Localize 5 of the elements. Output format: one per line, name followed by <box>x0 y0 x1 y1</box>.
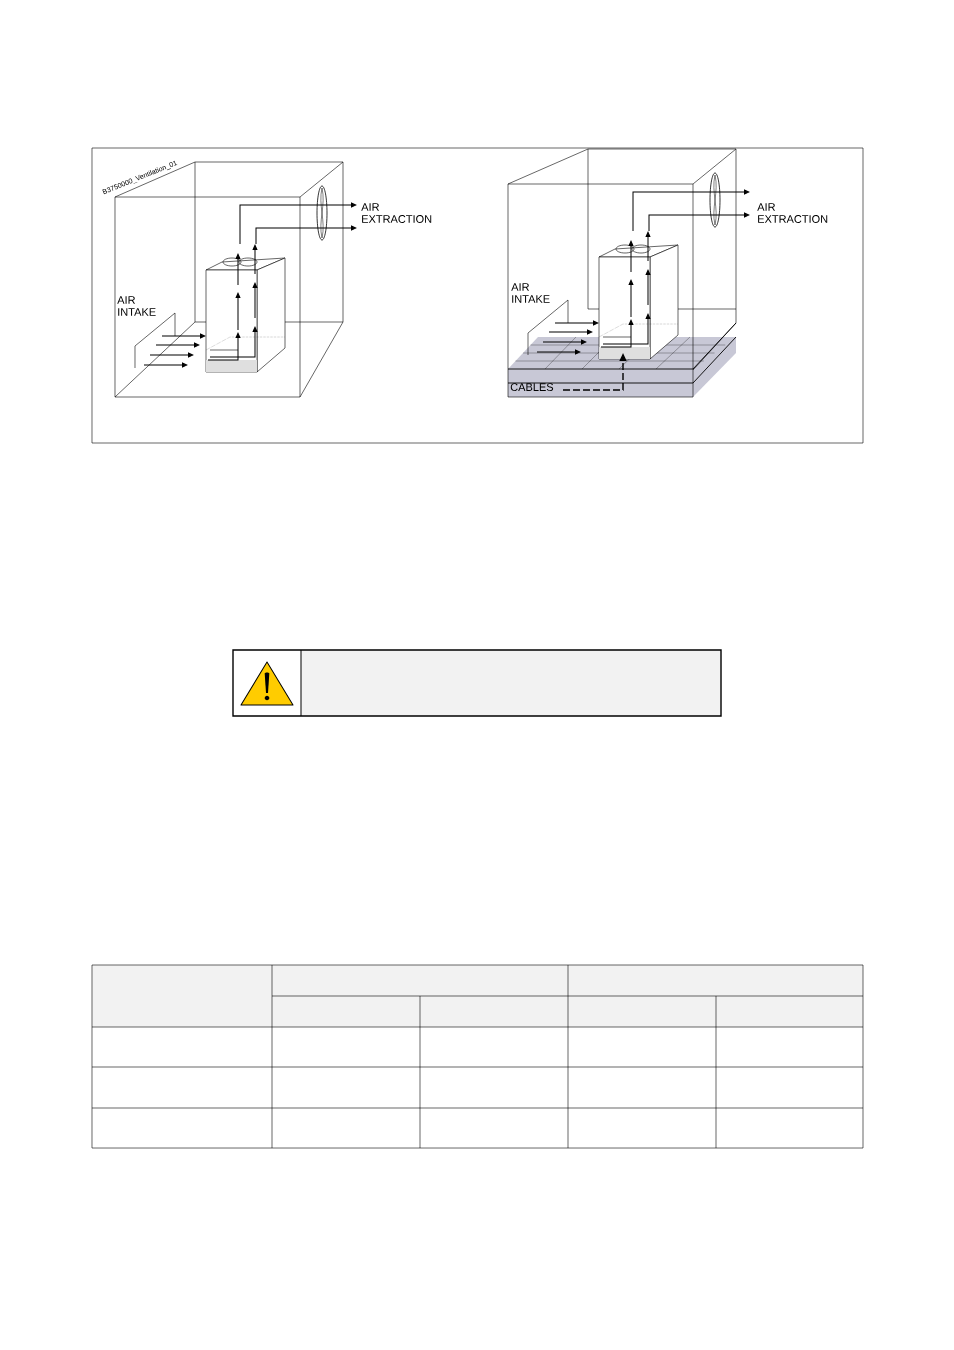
cables-label: CABLES <box>510 383 554 391</box>
airflow-label: AIR INTAKE <box>117 296 156 316</box>
airflow-label: AIR INTAKE <box>511 283 550 303</box>
airflow-label: AIR EXTRACTION <box>757 203 828 223</box>
airflow-label: AIR EXTRACTION <box>361 203 432 223</box>
